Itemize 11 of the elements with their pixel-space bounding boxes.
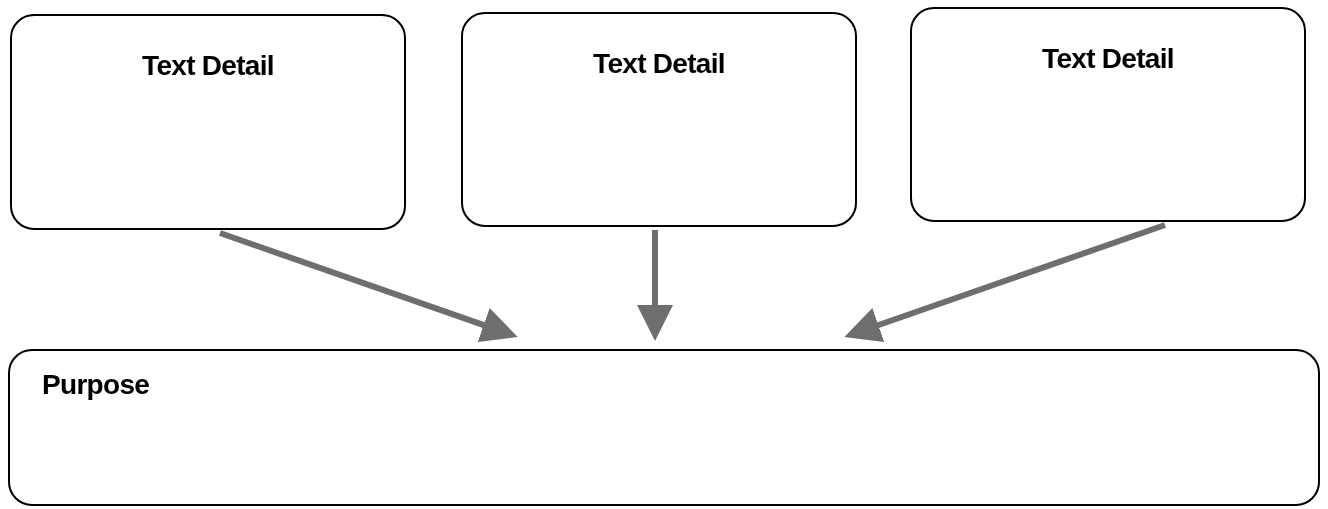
arrow (219, 230, 518, 343)
box-heading: Text Detail (1042, 42, 1174, 76)
arrow (844, 222, 1166, 343)
arrow (637, 230, 673, 341)
detail-box (10, 14, 406, 230)
box-heading: Text Detail (593, 47, 725, 81)
detail-box (910, 7, 1306, 222)
purpose-box (8, 349, 1320, 506)
box-heading: Purpose (42, 368, 150, 402)
detail-box (461, 12, 857, 227)
box-heading: Text Detail (142, 49, 274, 83)
